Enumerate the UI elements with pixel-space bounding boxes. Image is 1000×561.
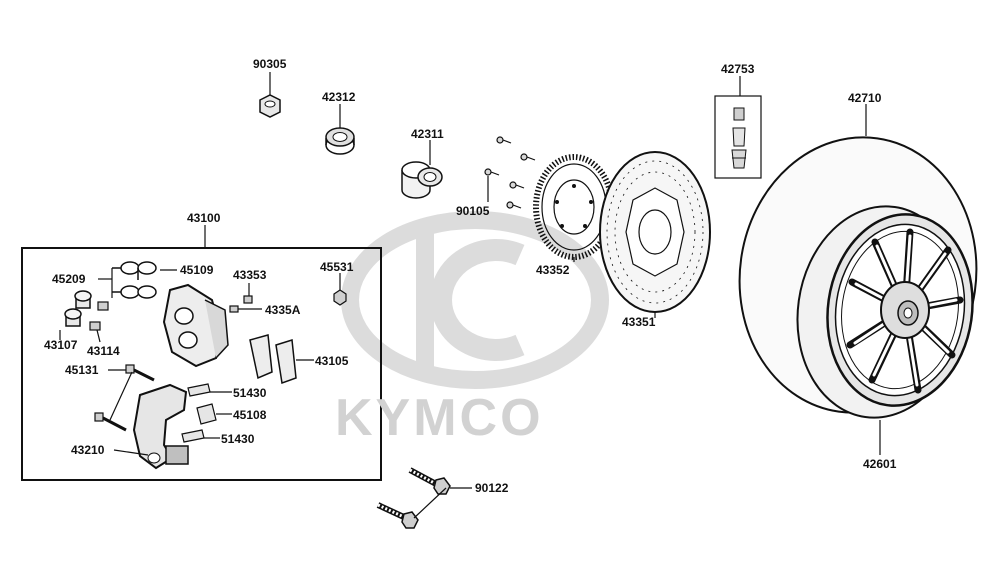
part-label-43210: 43210 — [71, 443, 105, 457]
brand-watermark: KYMCO — [335, 389, 544, 447]
part-label-90305: 90305 — [253, 57, 287, 71]
part-label-42753: 42753 — [721, 62, 755, 76]
caliper-bracket-part — [113, 383, 189, 470]
part-label-42601: 42601 — [863, 457, 897, 471]
valve-kit-part — [714, 76, 762, 179]
part-label-45109: 45109 — [180, 263, 214, 277]
brake-disc-part — [599, 151, 711, 318]
collar-part — [325, 104, 355, 155]
part-label-42311: 42311 — [411, 127, 444, 141]
flange-nut-part — [259, 72, 281, 118]
part-label-45131: 45131 — [65, 363, 99, 377]
axle-bolts-part — [376, 467, 472, 529]
part-label-43105: 43105 — [315, 354, 349, 368]
part-label-43351: 43351 — [622, 315, 656, 329]
caliper-pistons-part — [59, 290, 92, 340]
part-label-43107: 43107 — [44, 338, 78, 352]
part-label-45108: 45108 — [233, 408, 267, 422]
pad-springs-part — [181, 383, 232, 443]
wheel-and-tire-part — [738, 104, 978, 455]
caliper-body-part — [162, 283, 229, 368]
part-label-42710: 42710 — [848, 91, 882, 105]
brake-pads-part — [249, 334, 314, 385]
caliper-assembly-frame — [21, 247, 382, 481]
bleeder-screw-part — [229, 283, 262, 313]
guide-pins-part — [94, 364, 155, 432]
part-label-43100: 43100 — [187, 211, 221, 225]
part-label-43352: 43352 — [536, 263, 570, 277]
part-label-43353: 43353 — [233, 268, 267, 282]
part-label-45531: 45531 — [320, 260, 354, 274]
piston-seals-part — [98, 261, 177, 299]
kymco-watermark-logo — [341, 211, 609, 389]
part-label-90122: 90122 — [475, 481, 509, 495]
dust-caps-part — [89, 301, 109, 343]
part-label-45209: 45209 — [52, 272, 86, 286]
part-label-42312: 42312 — [322, 90, 356, 104]
part-label-43114: 43114 — [87, 344, 120, 358]
part-label-51430-top: 51430 — [233, 386, 267, 400]
spacer-part — [401, 140, 443, 199]
bolts-group — [484, 136, 536, 209]
part-label-51430-bottom: 51430 — [221, 432, 255, 446]
small-nut-part — [333, 273, 347, 306]
part-label-90105: 90105 — [456, 204, 490, 218]
part-label-4335A: 4335A — [265, 303, 301, 317]
